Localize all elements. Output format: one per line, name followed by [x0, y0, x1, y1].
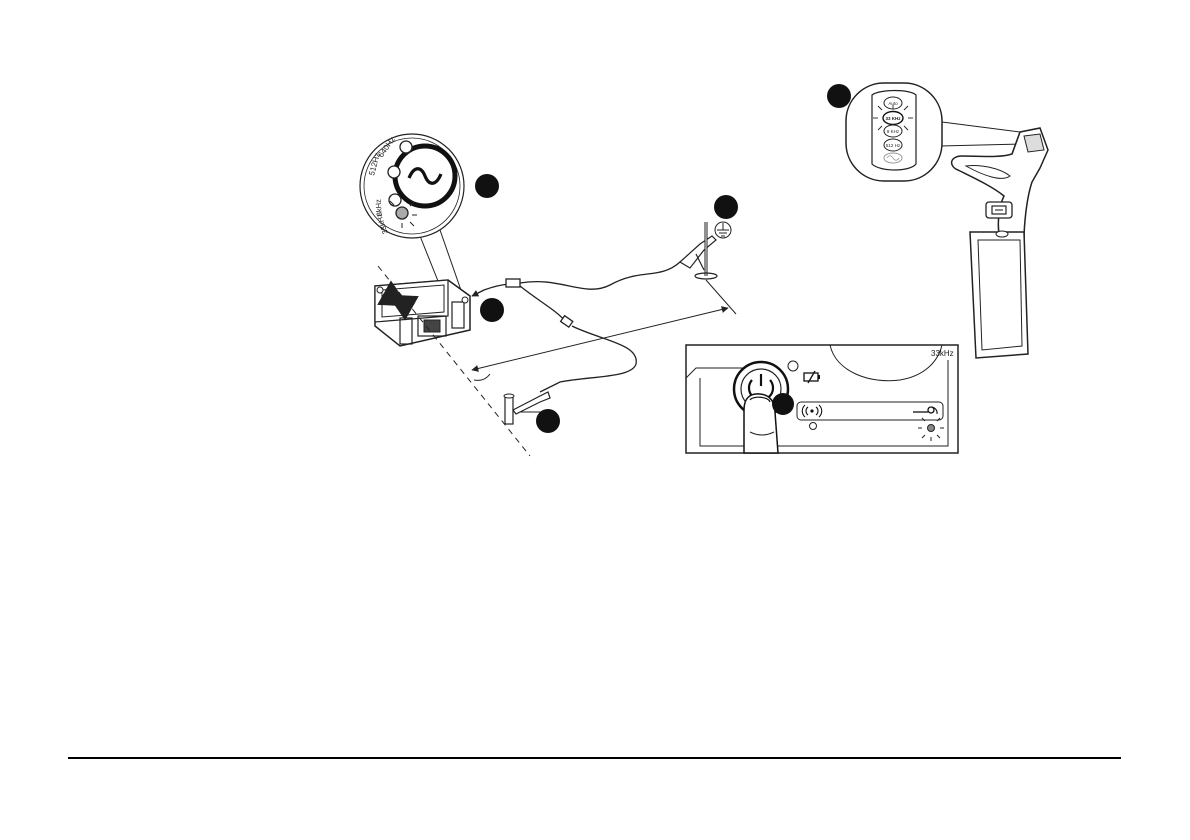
frequency-led-33khz — [396, 207, 408, 219]
status-led — [788, 361, 798, 371]
callout-marker-connector — [480, 298, 504, 322]
ground-stake-right — [680, 222, 717, 279]
footer-rule — [68, 757, 1121, 759]
transmitter-frequency-dial: 640Hz 512Hz 8kHz 33kHz — [360, 134, 464, 296]
svg-text:512 Hz: 512 Hz — [886, 143, 901, 148]
svg-text:8 KHz: 8 KHz — [887, 129, 900, 134]
frequency-led-512hz — [388, 166, 400, 178]
locator-33khz-button[interactable]: 33 KHz — [883, 112, 903, 125]
angle-arc — [474, 374, 490, 380]
locator-device — [952, 128, 1048, 358]
locator-8khz-button[interactable]: 8 KHz — [884, 125, 902, 137]
ground-icon — [715, 222, 731, 238]
transmitter-unit — [375, 280, 470, 346]
frequency-led-8khz — [389, 194, 401, 206]
callout-marker-left-stake — [536, 409, 560, 433]
svg-text:33 KHz: 33 KHz — [885, 116, 901, 121]
callout-marker-power-button — [772, 393, 794, 415]
transmitter-panel-inset: 33kHz — [686, 345, 958, 453]
frequency-readout: 33kHz — [931, 349, 954, 358]
cables — [472, 252, 696, 392]
callout-marker-transmitter-dial — [475, 174, 499, 198]
output-led — [810, 423, 817, 430]
frequency-led-640hz — [400, 141, 412, 153]
callout-marker-ground-stake — [714, 195, 738, 219]
locator-512hz-button[interactable]: 512 Hz — [884, 139, 902, 151]
callout-marker-locator-panel — [827, 84, 851, 108]
